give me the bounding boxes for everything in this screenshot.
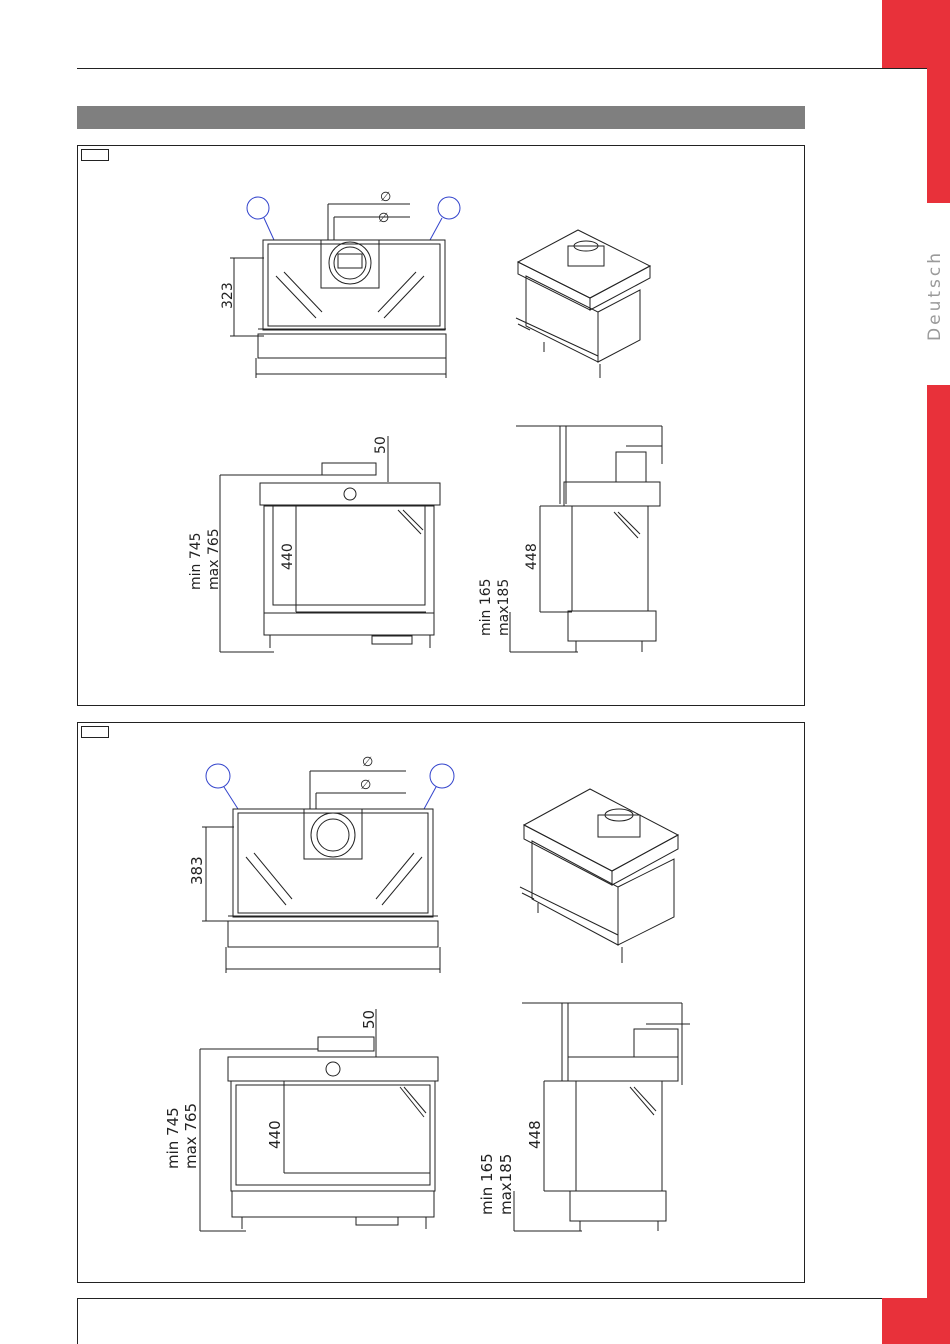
panel2-diameter-1: ∅ [362, 755, 373, 770]
red-side-strip-lower [927, 385, 950, 1344]
red-side-strip-upper [927, 68, 950, 203]
panel2-front-height-max: max 765 [182, 1103, 200, 1169]
top-view-drawing [230, 197, 460, 378]
language-label: Deutsch [925, 250, 945, 341]
top-view-drawing [202, 764, 454, 973]
panel1-front-height-min: min 745 [188, 532, 204, 590]
red-tab-top [882, 0, 950, 68]
side-view-drawing [510, 426, 662, 652]
panel2-top-depth-dimension: 383 [188, 856, 206, 885]
panel1-side-base-min: min 165 [478, 578, 494, 636]
panel2-side-base-min: min 165 [478, 1153, 496, 1215]
panel2-front-flue-dimension: 50 [360, 1010, 378, 1029]
front-view-drawing [200, 1009, 438, 1231]
isometric-view-drawing [516, 230, 650, 378]
panel1-front-flue-dimension: 50 [373, 436, 389, 454]
front-view-drawing [220, 436, 440, 652]
red-tab-bottom [882, 1298, 927, 1344]
panel2-diameter-2: ∅ [360, 778, 371, 793]
isometric-view-drawing [520, 789, 678, 963]
panel2-side-glass-dimension: 448 [526, 1120, 544, 1149]
panel1-front-glass-dimension: 440 [280, 543, 296, 570]
drawing-panel-1: ∅ ∅ 323 [77, 145, 805, 706]
footer-rule [77, 1298, 882, 1299]
side-view-drawing [514, 1003, 690, 1231]
panel1-diameter-1: ∅ [380, 190, 391, 205]
panel2-side-base-max: max185 [497, 1154, 515, 1215]
header-rule [77, 68, 927, 69]
panel2-front-glass-dimension: 440 [266, 1120, 284, 1149]
panel1-diameter-2: ∅ [378, 211, 389, 226]
section-title-bar [77, 106, 805, 129]
drawing-panel-2: ∅ ∅ 383 [77, 722, 805, 1283]
panel2-front-height-min: min 745 [164, 1107, 182, 1169]
panel1-top-depth-dimension: 323 [220, 282, 236, 309]
panel1-side-glass-dimension: 448 [524, 543, 540, 570]
panel1-side-base-max: max185 [496, 579, 512, 636]
footer-left-edge [77, 1298, 78, 1344]
panel1-front-height-max: max 765 [206, 528, 222, 590]
